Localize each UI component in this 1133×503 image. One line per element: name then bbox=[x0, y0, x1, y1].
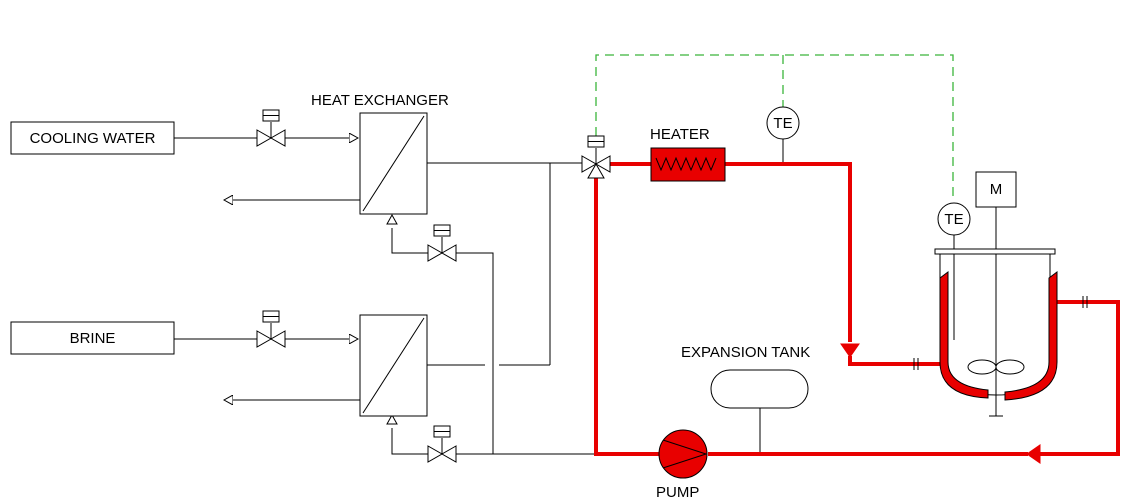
expansion-tank-label: EXPANSION TANK bbox=[681, 344, 811, 361]
brine-box bbox=[10, 321, 175, 355]
cooling-water-label: COOLING WATER bbox=[29, 129, 156, 147]
te-top-label: TE bbox=[773, 114, 793, 132]
reactor-vessel bbox=[934, 248, 1056, 396]
hot-loop bbox=[594, 162, 1120, 456]
expansion-tank bbox=[710, 369, 809, 409]
pump bbox=[658, 429, 708, 479]
motor-label: M bbox=[989, 181, 1003, 198]
valve-hx2-return bbox=[427, 425, 457, 463]
flow-arrow-down bbox=[840, 343, 860, 358]
valve-hx1-return bbox=[427, 224, 457, 262]
heat-exchanger-1 bbox=[359, 112, 428, 215]
heater bbox=[650, 147, 726, 182]
three-way-valve bbox=[581, 135, 611, 179]
pump-label: PUMP bbox=[656, 484, 700, 501]
te-top-bubble bbox=[766, 106, 800, 140]
cold-piping bbox=[174, 138, 784, 455]
heat-exchanger-2 bbox=[359, 314, 428, 417]
heater-label: HEATER bbox=[650, 126, 710, 143]
te-reactor-label: TE bbox=[944, 210, 964, 228]
valve-brine bbox=[256, 310, 286, 348]
cooling-water-box bbox=[10, 121, 175, 155]
signal-line-loop bbox=[595, 54, 954, 200]
signal-lines bbox=[595, 54, 954, 200]
flow-arrow-left bbox=[1026, 444, 1041, 464]
valve-cooling-water bbox=[256, 109, 286, 147]
pipe-break-marks bbox=[913, 296, 1088, 370]
brine-label: BRINE bbox=[69, 329, 116, 347]
heat-exchanger-label: HEAT EXCHANGER bbox=[311, 92, 449, 109]
reactor-jacket bbox=[939, 271, 1058, 401]
